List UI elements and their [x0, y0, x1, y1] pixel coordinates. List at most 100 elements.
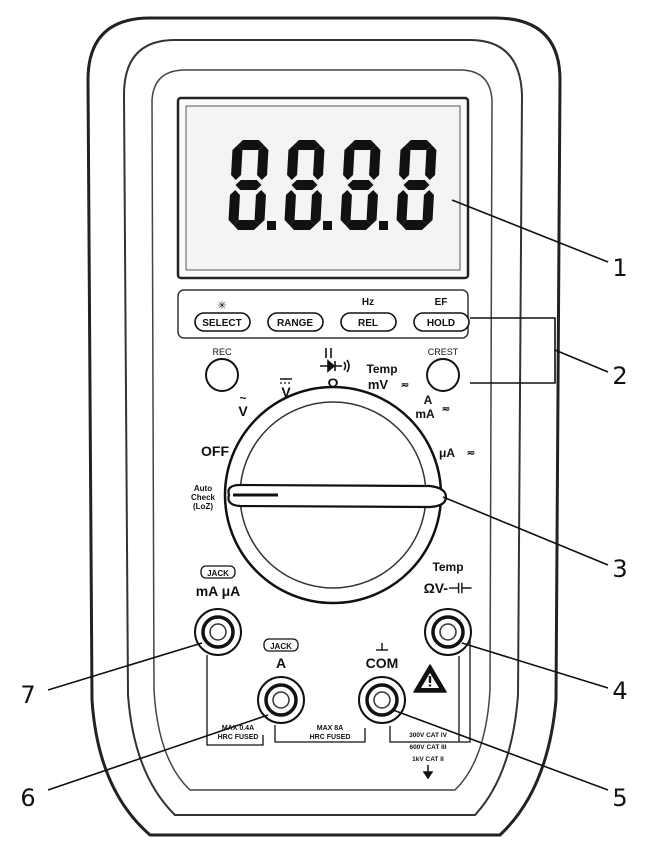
dial-ac-tilde: ~ — [239, 391, 246, 405]
callout-3: 3 — [612, 555, 627, 583]
fuse-mid-hrc: HRC FUSED — [310, 734, 351, 741]
meter-face-panel — [151, 69, 493, 791]
select-label: SELECT — [202, 318, 241, 329]
callout-7: 7 — [20, 681, 35, 709]
lcd-decimal-point — [379, 221, 388, 230]
lcd-segment-e — [396, 190, 408, 225]
rel-button[interactable] — [340, 312, 397, 332]
dial-label-mv: mV — [368, 377, 389, 392]
lcd-segment-c — [310, 190, 322, 225]
lcd-segment-d — [401, 220, 428, 230]
rel-label: REL — [358, 318, 378, 329]
rel-top-label: Hz — [362, 297, 374, 308]
lcd-decimal-point — [267, 221, 276, 230]
dial-pointer-knob[interactable] — [227, 483, 448, 509]
callout-2: 2 — [612, 362, 627, 390]
lcd-digit — [228, 140, 276, 230]
lcd-segment-c — [254, 190, 266, 225]
fuse-mid-max: MAX 8A — [317, 725, 343, 732]
lcd-segment-c — [366, 190, 378, 225]
lcd-segment-c — [422, 190, 434, 225]
cat-rating-3: 1kV CAT II — [412, 756, 444, 763]
dial-mv-acdc-icon: ≂ — [401, 380, 409, 391]
left-jack-badge — [200, 565, 236, 579]
dial-label-v-ac: V — [238, 403, 248, 419]
rec-label: REC — [212, 347, 232, 357]
lcd-segment-f — [231, 145, 243, 180]
left-jack-text: JACK — [207, 569, 229, 578]
right-terminal-label: ΩV-⊣⊢ — [424, 580, 473, 596]
fuse-left-hrc: HRC FUSED — [218, 734, 259, 741]
fuse-bracket-left — [206, 655, 264, 746]
warning-triangle-icon — [413, 664, 447, 693]
lcd-segment-g — [403, 180, 430, 190]
crest-label: CREST — [428, 347, 459, 357]
right-terminal-temp: Temp — [432, 560, 463, 574]
dial-label-auto: Auto — [194, 484, 212, 493]
callout-6: 6 — [20, 784, 35, 812]
dial-label-amp: A — [424, 393, 433, 407]
lcd-decimal-point — [323, 221, 332, 230]
lcd-segment-d — [345, 220, 372, 230]
lcd-segment-a — [349, 140, 376, 150]
lcd-segment-b — [313, 145, 325, 180]
com-terminal-label: COM — [366, 655, 399, 671]
dial-label-ma: mA — [415, 407, 435, 421]
amp-jack-badge — [263, 638, 299, 652]
callout-4: 4 — [612, 677, 627, 705]
lcd-digit — [396, 140, 437, 230]
lcd-segment-b — [425, 145, 437, 180]
callout-5: 5 — [612, 784, 627, 812]
hold-top-label: EF — [435, 297, 448, 308]
lcd-segment-f — [399, 145, 411, 180]
select-top-icon: ✳ — [217, 300, 226, 312]
button-panel — [177, 289, 469, 339]
meter-inner-body — [122, 39, 524, 816]
dial-label-temp: Temp — [366, 362, 397, 376]
amp-terminal-label: A — [276, 655, 286, 671]
hold-button[interactable] — [413, 312, 470, 332]
dial-label-check: Check — [191, 493, 216, 502]
lcd-segment-b — [257, 145, 269, 180]
left-terminal-label: mA μA — [196, 583, 241, 599]
cat-bracket — [389, 640, 471, 743]
lcd-segment-g — [347, 180, 374, 190]
dial-label-v-dc: V — [281, 384, 291, 400]
dial-ma-acdc-icon: ≂ — [442, 404, 450, 415]
lcd-segment-a — [405, 140, 432, 150]
lcd-digit — [284, 140, 332, 230]
lcd-digits — [228, 140, 437, 230]
select-button[interactable] — [194, 312, 251, 332]
terminal-com[interactable] — [358, 676, 406, 724]
dial-label-ohm: Ω — [327, 375, 338, 391]
range-label: RANGE — [277, 318, 313, 329]
range-button[interactable] — [267, 312, 324, 332]
lcd-segment-f — [343, 145, 355, 180]
lcd-segment-f — [287, 145, 299, 180]
lcd-segment-a — [293, 140, 320, 150]
rec-button[interactable] — [205, 358, 239, 392]
lcd-segment-d — [233, 220, 260, 230]
terminal-v-ohm[interactable] — [424, 608, 472, 656]
dial-ua-acdc-icon: ≂ — [467, 448, 475, 459]
dial-label-off: OFF — [201, 443, 229, 459]
cat-rating-2: 600V CAT III — [409, 744, 446, 751]
terminal-a[interactable] — [257, 676, 305, 724]
cat-rating-1: 300V CAT IV — [409, 732, 447, 739]
fuse-left-max: MAX 0.4A — [222, 725, 254, 732]
dial-label-ua: μA — [439, 446, 455, 460]
terminal-ma-ua[interactable] — [194, 608, 242, 656]
crest-button[interactable] — [426, 358, 460, 392]
dial-label-loz: (LoZ) — [193, 502, 213, 511]
callout-1: 1 — [612, 254, 627, 282]
lcd-segment-a — [237, 140, 264, 150]
lcd-segment-d — [289, 220, 316, 230]
lcd-segment-e — [284, 190, 296, 225]
hold-label: HOLD — [427, 318, 455, 329]
capacitor-diode-continuity-icon — [320, 348, 350, 373]
lcd-segment-b — [369, 145, 381, 180]
callout-leaders — [47, 199, 609, 791]
lcd-segment-g — [235, 180, 262, 190]
